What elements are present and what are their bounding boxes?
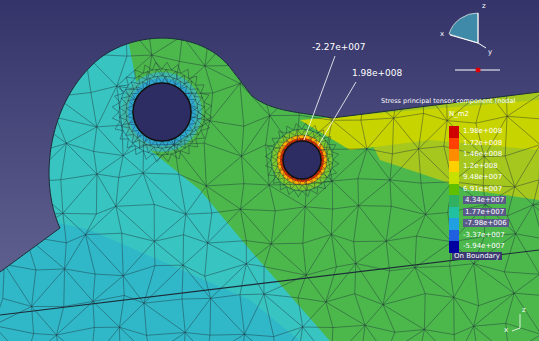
hole xyxy=(133,83,191,141)
legend-value: 1.46e+008 xyxy=(463,150,502,158)
color-swatch xyxy=(449,138,459,150)
legend-heading: On Boundary xyxy=(452,252,502,260)
hole xyxy=(283,141,321,179)
color-swatch xyxy=(449,126,459,138)
value-callout: 1.98e+008 xyxy=(352,68,402,78)
legend-value: -3.37e+007 xyxy=(463,231,505,239)
color-swatch xyxy=(449,184,459,196)
color-swatch xyxy=(449,172,459,184)
legend-heading: N_m2 xyxy=(449,110,469,118)
legend-value: 9.48e+007 xyxy=(463,173,502,181)
legend-value: 6.91e+007 xyxy=(463,185,502,193)
legend-value: 1.72e+008 xyxy=(463,139,502,147)
color-swatch xyxy=(449,161,459,173)
axis-label: z xyxy=(522,306,526,314)
color-swatch xyxy=(449,195,459,207)
legend-value: -7.98e+006 xyxy=(463,219,509,227)
color-swatch xyxy=(449,241,459,253)
legend-value: 1.77e+007 xyxy=(463,208,506,216)
legend-value: 4.34e+007 xyxy=(463,196,506,204)
legend-value: 1.2e+008 xyxy=(463,162,498,170)
legend-heading: Stress principal tensor component (nodal xyxy=(381,98,515,105)
value-callout: -2.27e+007 xyxy=(312,42,366,52)
axis-label: y xyxy=(488,48,492,56)
legend-value: 1.98e+008 xyxy=(463,127,502,135)
color-swatch xyxy=(449,230,459,242)
axis-label: x xyxy=(440,30,444,38)
color-swatch xyxy=(449,218,459,230)
axis-label: z xyxy=(482,2,486,10)
leader-line xyxy=(318,82,356,146)
color-swatch xyxy=(449,207,459,219)
leader-line xyxy=(304,56,335,140)
part-edge xyxy=(0,250,539,315)
axis-label: x xyxy=(504,326,508,334)
color-swatch xyxy=(449,149,459,161)
mini-triad xyxy=(512,314,520,331)
part-edge xyxy=(0,38,539,272)
axis-triad xyxy=(449,13,500,73)
legend-value: -5.94e+007 xyxy=(463,242,505,250)
